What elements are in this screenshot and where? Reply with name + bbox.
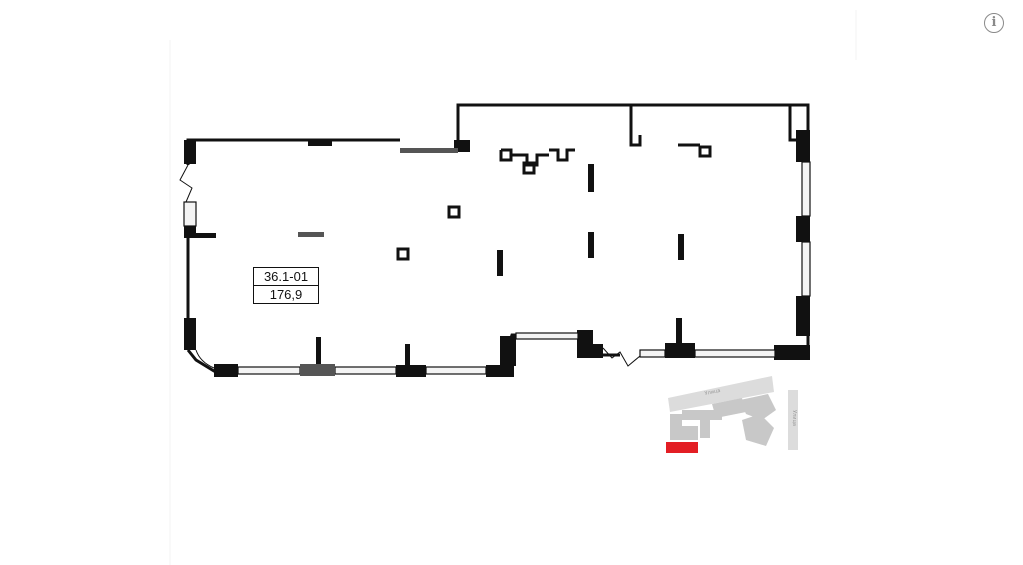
minimap-highlight bbox=[666, 442, 698, 453]
windows bbox=[183, 161, 811, 376]
unit-id: 36.1-01 bbox=[254, 268, 318, 286]
outer-walls bbox=[186, 103, 810, 373]
minimap-street-top: Улица bbox=[704, 388, 721, 397]
wall-blocks bbox=[184, 130, 810, 377]
unit-label: 36.1-01 176,9 bbox=[253, 267, 319, 304]
columns bbox=[396, 105, 796, 261]
unit-area: 176,9 bbox=[269, 287, 303, 302]
location-minimap: Улица Улица bbox=[666, 376, 798, 453]
doors bbox=[179, 164, 641, 369]
info-icon[interactable]: i bbox=[984, 13, 1004, 33]
minimap-street-right: Улица bbox=[791, 410, 797, 426]
